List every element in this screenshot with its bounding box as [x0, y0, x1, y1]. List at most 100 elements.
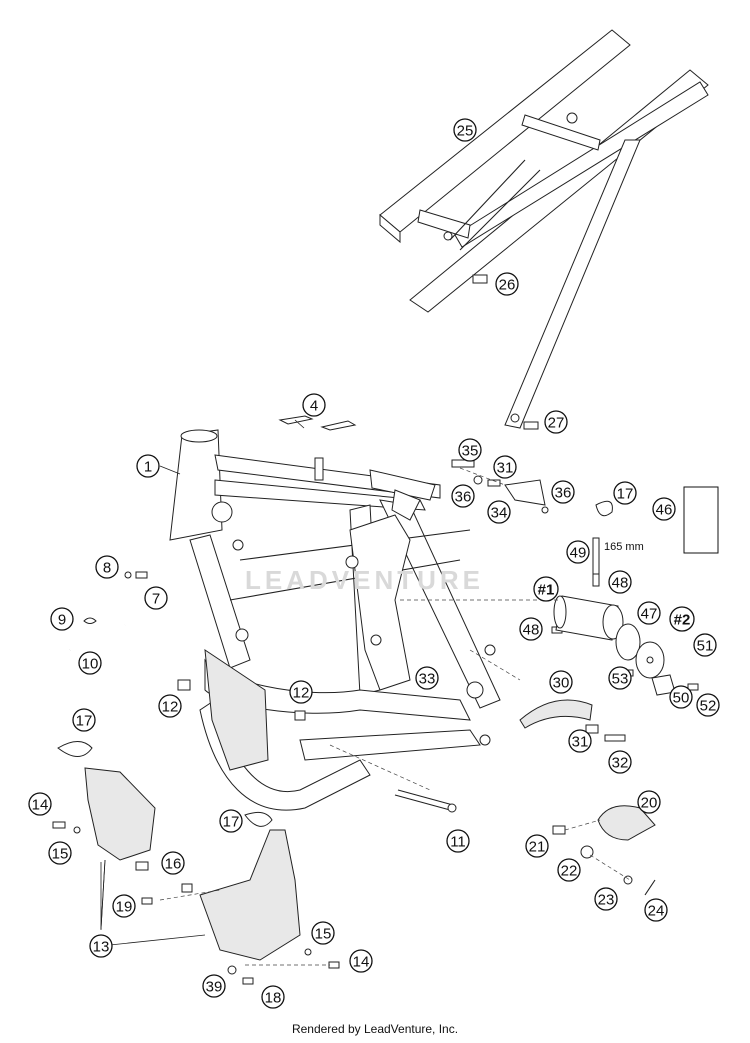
- callout-c39: 39: [202, 974, 226, 998]
- callout-label: 19: [116, 899, 133, 916]
- callout-c13: 13: [89, 934, 113, 958]
- callout-c12a: 12: [158, 694, 182, 718]
- callout-c48b: 48: [608, 570, 632, 594]
- callout-label: 25: [457, 123, 474, 140]
- callout-c46: 46: [652, 497, 676, 521]
- callout-c4: 4: [302, 393, 326, 417]
- callout-circle: [261, 985, 285, 1009]
- callout-circle: [669, 606, 695, 632]
- callout-c17a: 17: [72, 708, 96, 732]
- callout-label: 46: [656, 502, 673, 519]
- callout-c49: 49: [566, 540, 590, 564]
- callout-label: 31: [572, 734, 589, 751]
- callout-c17b: 17: [613, 481, 637, 505]
- callout-label: 26: [499, 277, 516, 294]
- subframe: [379, 29, 709, 429]
- callout-label: 34: [491, 505, 508, 522]
- callout-label: 30: [553, 675, 570, 692]
- callout-circle: [493, 455, 517, 479]
- callout-c52: 52: [696, 693, 720, 717]
- callouts: 1478910111212131414151516171717181920212…: [28, 118, 720, 1009]
- callout-label: 27: [548, 415, 565, 432]
- callout-label: 33: [419, 671, 436, 688]
- callout-label: 49: [570, 545, 587, 562]
- callout-c10: 10: [78, 651, 102, 675]
- callout-c25: 25: [453, 118, 477, 142]
- callout-label: 53: [612, 671, 629, 688]
- callout-circle: [158, 694, 182, 718]
- callout-c17c: 17: [219, 809, 243, 833]
- callout-c11: 11: [446, 829, 470, 853]
- callout-circle: [50, 607, 74, 631]
- callout-label: 17: [76, 713, 93, 730]
- footer-credit: Rendered by LeadVenture, Inc.: [291, 1022, 459, 1036]
- callout-label: 23: [598, 892, 615, 909]
- callout-label: 14: [353, 954, 370, 971]
- callout-c18: 18: [261, 985, 285, 1009]
- callout-label: 4: [310, 398, 318, 415]
- callout-c47: 47: [637, 601, 661, 625]
- callout-circle: [568, 729, 592, 753]
- callout-circle: [136, 454, 160, 478]
- callout-label: 16: [165, 856, 182, 873]
- callout-circle: [557, 858, 581, 882]
- callout-circle: [72, 708, 96, 732]
- dimension-label: 165 mm: [604, 541, 644, 553]
- callout-c53: 53: [608, 666, 632, 690]
- callout-label: 8: [103, 560, 111, 577]
- main-frame: [169, 429, 501, 811]
- callout-c36b: 36: [551, 480, 575, 504]
- callout-circle: [693, 633, 717, 657]
- callout-circle: [519, 617, 543, 641]
- callout-label: 17: [223, 814, 240, 831]
- callout-circle: [144, 586, 168, 610]
- callout-label: 7: [152, 591, 160, 608]
- callout-circle: [89, 934, 113, 958]
- callout-c14a: 14: [28, 792, 52, 816]
- callout-c34: 34: [487, 500, 511, 524]
- callout-c36a: 36: [451, 484, 475, 508]
- callout-circle: [594, 887, 618, 911]
- callout-label: 22: [561, 863, 578, 880]
- callout-c50: 50: [669, 685, 693, 709]
- callout-label: 12: [162, 699, 179, 716]
- callout-label: 18: [265, 990, 282, 1007]
- callout-label: 11: [450, 834, 466, 851]
- callout-label: 52: [700, 698, 717, 715]
- callout-circle: [487, 500, 511, 524]
- callout-c9: 9: [50, 607, 74, 631]
- callout-c30: 30: [549, 670, 573, 694]
- callout-c32: 32: [608, 750, 632, 774]
- callout-circle: [551, 480, 575, 504]
- callout-circle: [458, 438, 482, 462]
- callout-circle: [669, 685, 693, 709]
- callout-circle: [112, 894, 136, 918]
- callout-circle: [289, 680, 313, 704]
- callout-c27: 27: [544, 410, 568, 434]
- callout-circle: [566, 540, 590, 564]
- callout-label: 31: [497, 460, 514, 477]
- callout-circle: [525, 834, 549, 858]
- callout-label: 9: [58, 612, 66, 629]
- callout-c24: 24: [644, 898, 668, 922]
- callout-label: 36: [555, 485, 572, 502]
- callout-label: 10: [82, 656, 99, 673]
- callout-circle: [608, 570, 632, 594]
- callout-circle: [95, 555, 119, 579]
- callout-circle: [608, 750, 632, 774]
- callout-circle: [544, 410, 568, 434]
- callout-circle: [533, 576, 559, 602]
- callout-h1b: #1: [533, 576, 559, 602]
- callout-c14b: 14: [349, 949, 373, 973]
- callout-h2b: #2: [669, 606, 695, 632]
- reference-lines: [159, 467, 631, 966]
- callout-label: 15: [52, 846, 69, 863]
- callout-c1: 1: [136, 454, 160, 478]
- callout-label: 17: [617, 486, 634, 503]
- callout-label: 36: [455, 489, 472, 506]
- callout-c51: 51: [693, 633, 717, 657]
- callout-label: 48: [523, 622, 540, 639]
- callout-label: 14: [32, 797, 49, 814]
- frame-decals: [278, 415, 357, 431]
- callout-circle: [161, 851, 185, 875]
